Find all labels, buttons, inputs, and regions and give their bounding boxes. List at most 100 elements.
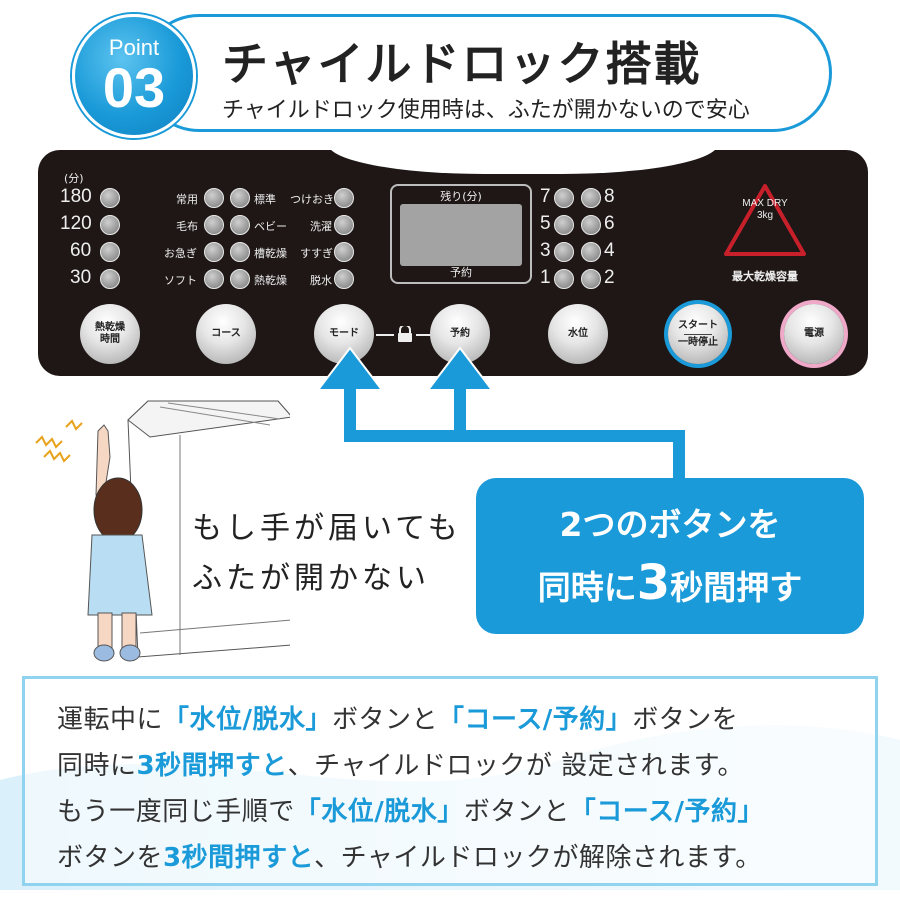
explanation-box: 運転中に「水位/脱水」ボタンと「コース/予約」ボタンを 同時に3秒間押すと、チャ… [22, 676, 878, 886]
explanation-line-2: 同時に3秒間押すと、チャイルドロックが 設定されます。 [57, 745, 744, 782]
time-label-60: 60 [70, 240, 92, 261]
text-segment: もう一度同じ手順で [57, 797, 295, 827]
water-level-label-1: 1 [540, 267, 551, 288]
water-led-8 [581, 188, 601, 208]
speech-text: もし手が届いても ふたが開かない [192, 504, 462, 604]
water-level-label-6: 6 [604, 213, 615, 234]
water-level-label-5: 5 [540, 213, 551, 234]
course-label-oisogi: お急ぎ [164, 247, 197, 260]
heat-dry-time-button[interactable]: 熱乾燥 時間 [80, 304, 140, 364]
course-label-moufu: 毛布 [176, 220, 198, 233]
highlight-course-reserve: 「コース/予約」 [569, 797, 764, 827]
water-led-7 [554, 188, 574, 208]
water-led-5 [554, 215, 574, 235]
course-led-sou-kansou [230, 242, 250, 262]
heat-dry-time-label-2: 時間 [100, 334, 120, 345]
washer-control-panel: (分) 180 120 60 30 常用 毛布 お急ぎ ソフト 標準 ベビー 槽… [38, 150, 868, 376]
water-level-button[interactable]: 水位 [548, 304, 608, 364]
course-label-baby: ベビー [254, 220, 287, 233]
water-level-label-7: 7 [540, 186, 551, 207]
speech-line-1: もし手が届いても [192, 511, 462, 546]
page-title: チャイルドロック搭載 [222, 37, 702, 91]
point-badge: Point 03 [72, 14, 196, 138]
time-led-30 [100, 269, 120, 289]
instruction-callout: 2つのボタンを 同時に3秒間押す [476, 478, 864, 634]
reserve-button-label: 予約 [450, 328, 470, 339]
display-reserve-label: 予約 [450, 266, 472, 279]
header-banner [140, 14, 832, 132]
point-label: Point [108, 35, 160, 60]
mode-label-dassui: 脱水 [310, 274, 332, 287]
point-number: 03 [102, 56, 166, 119]
water-level-button-label: 水位 [568, 328, 588, 339]
max-dry-capacity: 3kg [756, 210, 774, 221]
explanation-line-1: 運転中に「水位/脱水」ボタンと「コース/予約」ボタンを [57, 699, 738, 736]
max-dry-warning-triangle-icon [724, 184, 806, 256]
callout-line-2-pre: 同時に [537, 568, 637, 607]
child-and-washer-illustration [35, 400, 290, 662]
mode-led-dassui [334, 269, 354, 289]
course-led-jouyou [204, 188, 224, 208]
mode-label-sentaku: 洗濯 [310, 220, 332, 233]
course-led-netsu-kansou [230, 269, 250, 289]
course-label-soft: ソフト [164, 274, 197, 287]
time-led-120 [100, 215, 120, 235]
lcd-screen [400, 204, 522, 266]
course-led-oisogi [204, 242, 224, 262]
text-segment: 、チャイルドロックが 設定されます。 [287, 751, 745, 781]
water-level-label-2: 2 [604, 267, 615, 288]
water-led-1 [554, 269, 574, 289]
text-segment: ボタンを [57, 843, 164, 873]
course-button-label: コース [211, 328, 241, 339]
mode-button-label: モード [329, 328, 359, 339]
mode-led-susugi [334, 242, 354, 262]
course-label-jouyou: 常用 [176, 193, 198, 206]
course-label-sou-kansou: 槽乾燥 [254, 247, 287, 260]
text-segment: 同時に [57, 751, 137, 781]
highlight-course-reserve: 「コース/予約」 [438, 705, 633, 735]
water-level-label-3: 3 [540, 240, 551, 261]
start-label: スタート [678, 319, 718, 331]
pause-label: 一時停止 [678, 336, 718, 348]
time-label-120: 120 [60, 213, 92, 234]
panel-notch [328, 150, 718, 174]
max-dry-caption: 最大乾燥容量 [732, 270, 798, 283]
time-label-180: 180 [60, 186, 92, 207]
start-divider [684, 333, 712, 335]
text-segment: ボタンを [632, 705, 739, 735]
mode-led-sentaku [334, 215, 354, 235]
course-led-soft [204, 269, 224, 289]
water-led-3 [554, 242, 574, 262]
course-label-netsu-kansou: 熱乾燥 [254, 274, 287, 287]
highlight-press-3-seconds: 3秒間押すと [136, 751, 288, 781]
callout-line-2: 同時に3秒間押す [476, 554, 864, 617]
mode-label-tsukeoki: つけおき [290, 193, 334, 206]
course-led-moufu [204, 215, 224, 235]
text-segment: 、チャイルドロックが解除されます。 [314, 843, 762, 873]
page-subtitle: チャイルドロック使用時は、ふたが開かないので安心 [222, 98, 750, 123]
time-unit-label: (分) [64, 172, 84, 185]
heat-dry-time-label-1: 熱乾燥 [95, 322, 125, 333]
mode-led-tsukeoki [334, 188, 354, 208]
remaining-time-display: 残り(分) 予約 [390, 184, 532, 284]
power-button-label: 電源 [804, 328, 824, 339]
start-pause-button[interactable]: スタート 一時停止 [668, 304, 728, 364]
explanation-line-4: ボタンを3秒間押すと、チャイルドロックが解除されます。 [57, 837, 762, 874]
course-label-hyoujun: 標準 [254, 193, 276, 206]
time-label-30: 30 [70, 267, 92, 288]
text-segment: 運転中に [57, 705, 164, 735]
highlight-press-3-seconds: 3秒間押すと [163, 843, 315, 873]
highlight-water-level-spin: 「水位/脱水」 [294, 797, 464, 827]
explanation-line-3: もう一度同じ手順で「水位/脱水」ボタンと「コース/予約」 [57, 791, 764, 828]
callout-seconds-number: 3 [636, 555, 671, 611]
water-level-label-8: 8 [604, 186, 615, 207]
reserve-button[interactable]: 予約 [430, 304, 490, 364]
power-button[interactable]: 電源 [784, 304, 844, 364]
water-led-2 [581, 269, 601, 289]
text-segment: ボタンと [332, 705, 439, 735]
highlight-water-level-spin: 「水位/脱水」 [163, 705, 333, 735]
speech-line-2: ふたが開かない [192, 561, 430, 596]
water-level-label-4: 4 [604, 240, 615, 261]
course-button[interactable]: コース [196, 304, 256, 364]
mode-button[interactable]: モード [314, 304, 374, 364]
